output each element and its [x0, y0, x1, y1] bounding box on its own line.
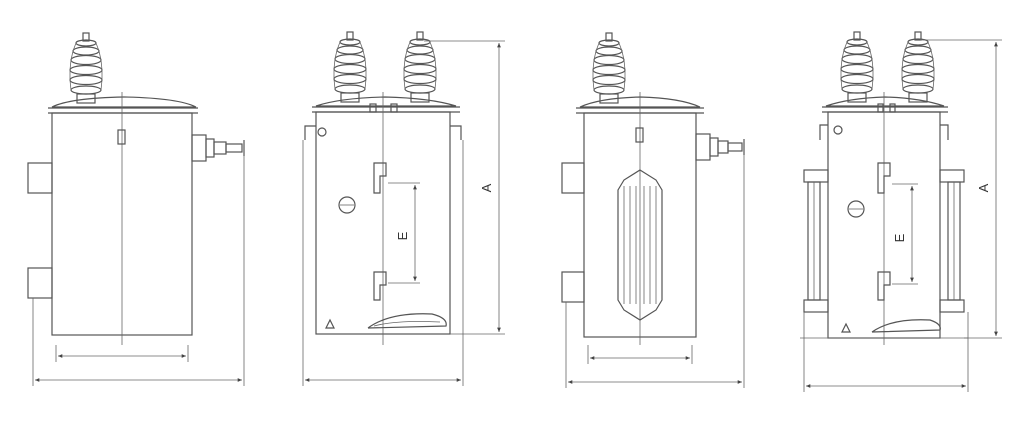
dimension-a-label-2: A — [976, 183, 991, 192]
view-2-front-two-bushings: E A — [302, 31, 505, 386]
dimension-e-label: E — [395, 231, 410, 240]
view-3-side-with-radiator — [561, 32, 745, 388]
dimension-a-label: A — [479, 183, 494, 192]
dimension-e-label-2: E — [892, 233, 907, 242]
view-4-front-with-radiators: E A — [800, 31, 1002, 392]
view-1-side-single-bushing — [27, 32, 245, 386]
